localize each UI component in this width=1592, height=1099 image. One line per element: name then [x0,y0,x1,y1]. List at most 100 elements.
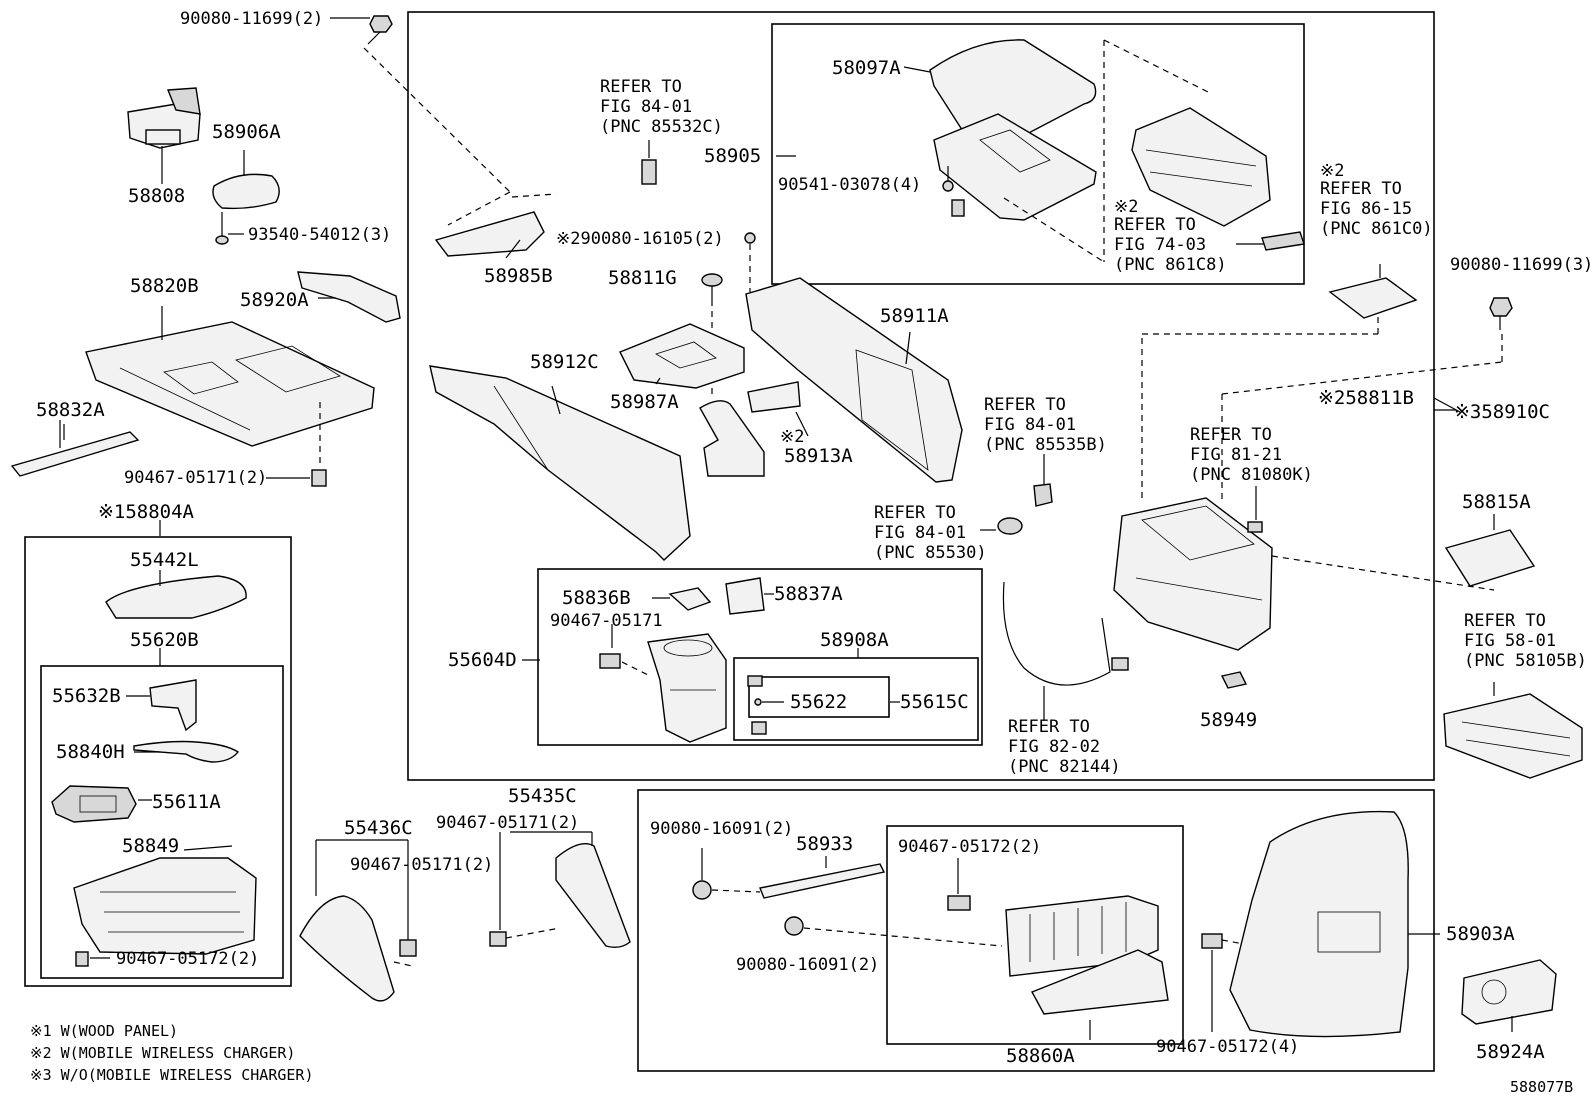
label-58908A: 58908A [820,629,889,651]
label-58808: 58808 [128,185,185,207]
rear-panel-frame [637,789,1435,1072]
clip-90467-05172-a-icon [75,951,110,967]
refer-861C0: ※2 REFER TO FIG 86-15 (PNC 861C0) [1320,161,1433,239]
label-55632B: 55632B [52,685,121,707]
panel-58903A-icon [1229,810,1440,1038]
label-58903A: 58903A [1446,923,1515,945]
panel-55436C-icon [299,839,409,1002]
clip-90467-05171-icon [266,402,327,487]
label-58905: 58905 [704,145,761,167]
label-90080-16091-2-b: 90080-16091(2) [736,955,879,975]
clip-90467-05172-4-icon [1201,933,1245,1032]
label-58804A: ※158804A [98,501,195,523]
main-assembly-frame [407,11,1435,781]
frame-58860A-icon [1031,949,1169,1040]
label-90080-11699-2: 90080-11699(2) [180,9,323,29]
label-90467-05171-2-c: 90467-05171(2) [436,813,579,833]
screw-93540-icon [215,212,244,245]
label-58811B: ※258811B [1318,387,1414,409]
label-90467-05172-2-b: 90467-05172(2) [898,837,1041,857]
clip-58949-icon [1220,671,1248,689]
label-90080-16091-2-a: 90080-16091(2) [650,819,793,839]
label-58832A: 58832A [36,399,105,421]
label-55611A: 55611A [152,791,221,813]
rear-vent-icon [1005,895,1159,977]
label-55622: 55622 [790,691,847,713]
clip-90467-05171-b-icon [489,927,561,947]
label-58906A: 58906A [212,121,281,143]
armrest-subframe [771,23,1305,285]
label-55435C: 55435C [508,785,577,807]
label-55442L: 55442L [130,549,199,571]
bolt-90080-11699-3-icon [1489,297,1513,362]
label-58837A: 58837A [774,583,843,605]
screw-90541-03078-icon [942,166,965,217]
panel-55435C-icon [499,831,631,949]
label-90467-05171-2-a: 90467-05171(2) [124,468,267,488]
label-58097A: 58097A [832,57,901,79]
label-58840H: 58840H [56,741,125,763]
label-58933: 58933 [796,833,853,855]
label-58920A: 58920A [240,289,309,311]
cap-58906A-icon [212,150,280,210]
label-58849: 58849 [122,835,179,857]
pad-55442L-icon [105,570,247,619]
label-58820B: 58820B [130,275,199,297]
label-58836B: 58836B [562,587,631,609]
clip-90467-05171-cup-icon [599,624,651,677]
label-90467-05171-2-b: 90467-05171(2) [350,855,493,875]
charger-module-icon [1328,264,1418,319]
bracket-58985B-icon [434,211,545,259]
label-58985B: 58985B [484,265,553,287]
label-55436C: 55436C [344,817,413,839]
hinge-bracket-icon [1131,107,1305,251]
tag-58849-icon [183,845,233,851]
side-panel-58911A-icon [745,277,963,483]
trim-58920A-icon [297,271,401,323]
cupholder-subframe [537,568,983,746]
label-90467-05172-4: 90467-05172(4) [1156,1037,1299,1057]
refer-85535B: REFER TO FIG 84-01 (PNC 85535B) [984,395,1107,455]
bracket-58913A-icon [699,381,809,477]
strip-58832A-icon [10,420,140,477]
label-58912C: 58912C [530,351,599,373]
refer-85530: REFER TO FIG 84-01 (PNC 85530) [874,503,987,563]
clip-pair-icon [747,675,784,735]
label-90080-16105-2: ※290080-16105(2) [556,229,724,249]
label-90467-05171: 90467-05171 [550,611,663,631]
charger-subframe [40,665,284,979]
mat-58837A-icon [725,577,774,615]
bracket-58933-icon [759,856,886,899]
bolt-90080-11699-icon [367,15,393,45]
footnote-2: ※2 W(MOBILE WIRELESS CHARGER) [30,1044,295,1062]
cupholder-inner-frame [733,657,979,741]
label-58949: 58949 [1200,709,1257,731]
label-58815A: 58815A [1462,491,1531,513]
label-90080-11699-3: 90080-11699(3) [1450,255,1592,275]
label-58924A: 58924A [1476,1041,1545,1063]
rear-vent-subframe [886,825,1184,1045]
ring-58836B-icon [652,587,712,611]
label-58860A: 58860A [1006,1045,1075,1067]
refer-81080K: REFER TO FIG 81-21 (PNC 81080K) [1190,425,1313,485]
label-90541-03078-4: 90541-03078(4) [778,175,921,195]
refer-58105B: REFER TO FIG 58-01 (PNC 58105B) [1464,611,1587,671]
bracket-58105B-icon [1443,682,1583,779]
label-55604D: 55604D [448,649,517,671]
refer-85532C: REFER TO FIG 84-01 (PNC 85532C) [600,77,723,137]
wire-harness-icon [1002,581,1129,720]
side-panel-58912C-icon [429,365,691,561]
clip-90467-05172-b-icon [947,858,971,911]
console-box-icon [1113,497,1273,651]
bracket-58987A-icon [619,323,745,389]
label-58913A: 58913A [784,445,853,467]
label-55615C: 55615C [900,691,969,713]
clip-90467-05171-c-icon [393,939,417,967]
charger-55611A-icon [51,785,152,823]
charger-tray-icon [73,857,257,955]
label-55620B: 55620B [130,629,199,651]
connector-81080K-icon [1247,486,1263,533]
pad-58815A-icon [1444,514,1536,587]
screw-90080-16091-b-icon [784,916,1003,947]
